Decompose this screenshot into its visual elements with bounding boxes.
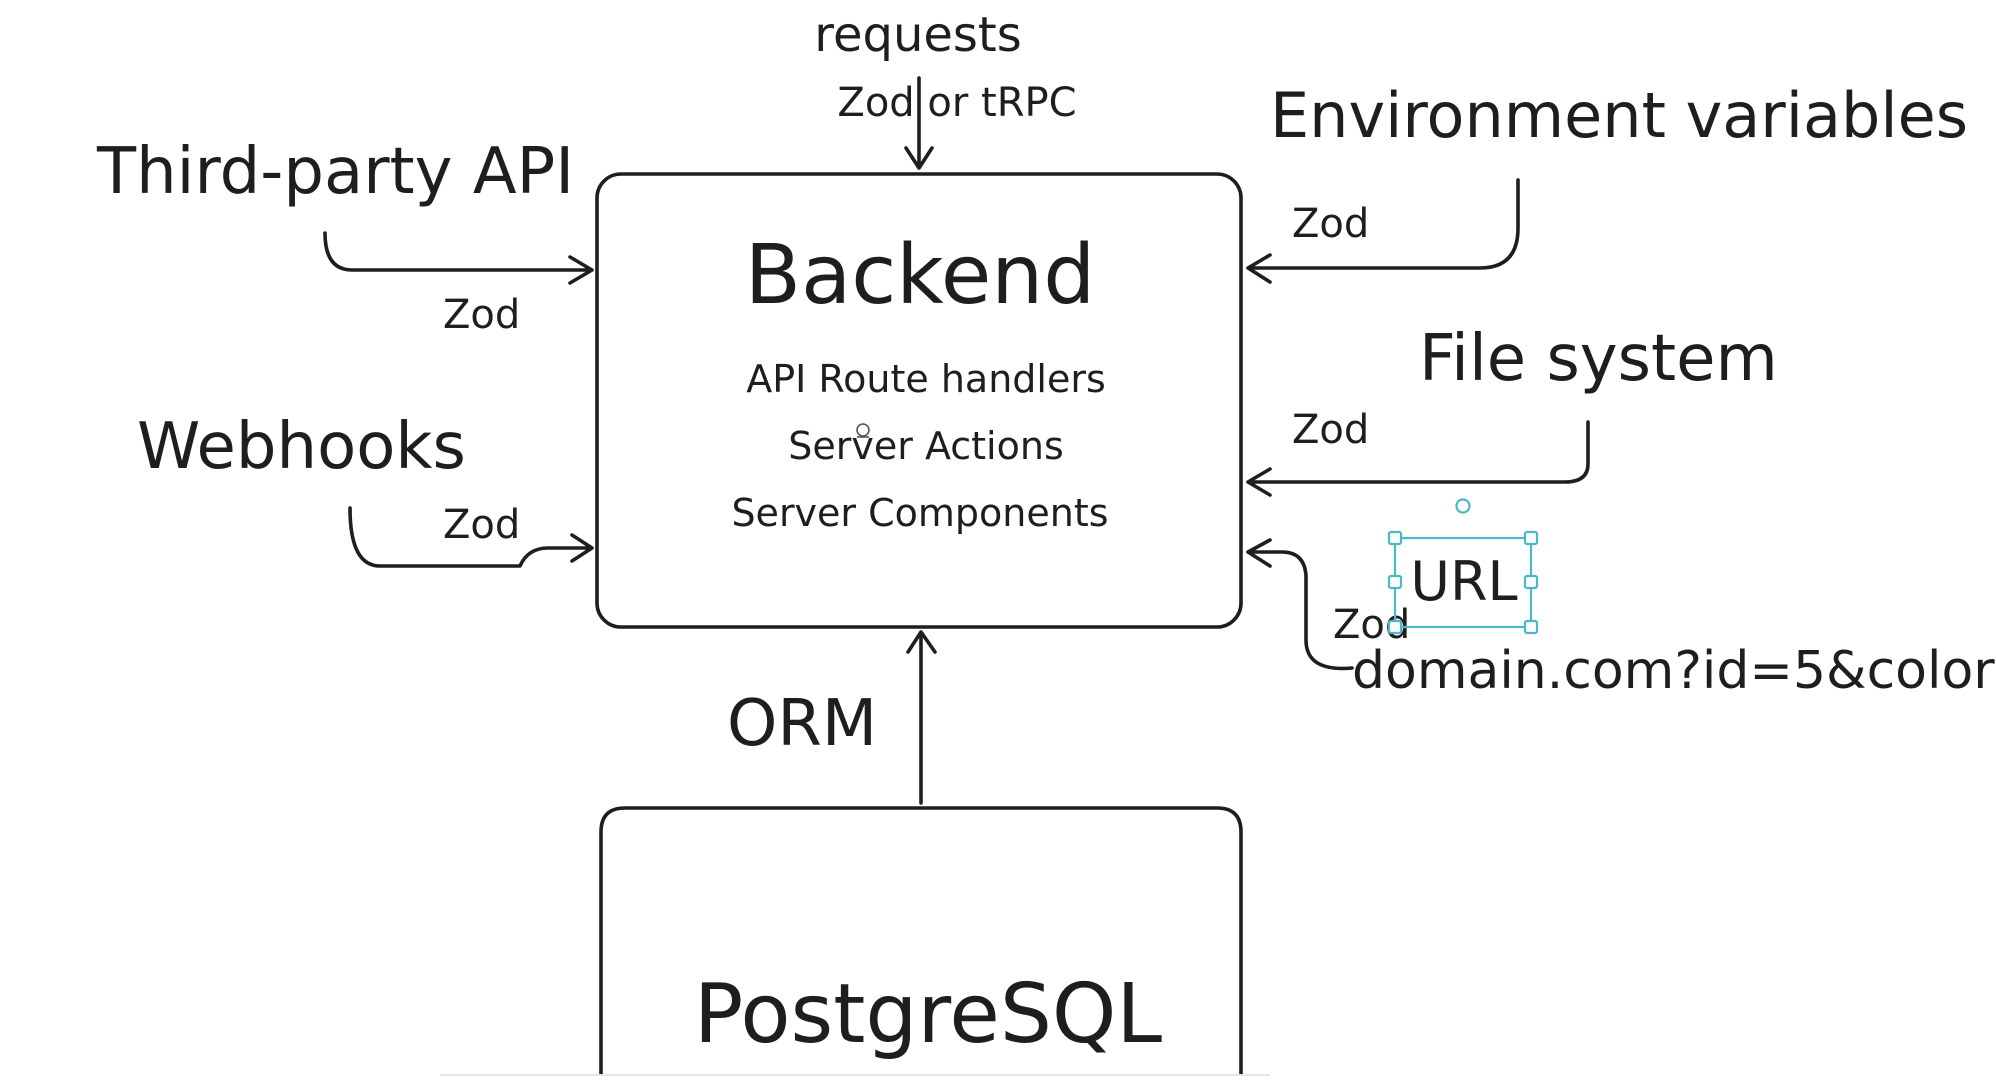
file-system-arrow[interactable] [1246,420,1590,497]
env-vars-validator: Zod [1292,201,1369,247]
url-example: domain.com?id=5&color= [1352,641,1996,701]
resize-handle-top-right[interactable] [1523,530,1539,546]
resize-handle-top-left[interactable] [1387,530,1403,546]
requests-label: requests [814,7,1021,63]
third-party-api-validator: Zod [443,292,520,338]
resize-handle-left[interactable] [1387,574,1403,590]
backend-title: Backend [745,228,1096,323]
url-arrow[interactable] [1246,538,1354,671]
third-party-api-label: Third-party API [96,135,574,209]
orm-arrow[interactable] [906,630,937,805]
file-system-label: File system [1419,322,1778,396]
resize-handle-right[interactable] [1523,574,1539,590]
url-label[interactable]: URL [1410,550,1517,613]
resize-handle-bottom-left[interactable] [1387,619,1403,635]
rotate-handle[interactable] [1455,498,1471,514]
webhooks-label: Webhooks [137,410,466,484]
third-party-api-arrow[interactable] [323,231,594,285]
cursor-icon [856,423,870,438]
postgresql-title: PostgreSQL [694,967,1163,1062]
env-vars-arrow[interactable] [1246,178,1520,284]
file-system-validator: Zod [1292,407,1369,453]
webhooks-arrow[interactable] [348,506,594,568]
env-vars-label: Environment variables [1270,79,1968,152]
resize-handle-bottom-right[interactable] [1523,619,1539,635]
backend-item-api-routes: API Route handlers [746,357,1106,401]
orm-label: ORM [727,687,877,761]
postgresql-box[interactable] [599,806,1243,1075]
requests-validator-label: Zod or tRPC [837,80,1076,126]
requests-arrow[interactable] [904,76,934,170]
backend-box[interactable] [595,172,1243,629]
backend-item-server-components: Server Components [731,491,1108,535]
webhooks-validator: Zod [443,502,520,548]
backend-item-server-actions: Server Actions [788,424,1064,468]
